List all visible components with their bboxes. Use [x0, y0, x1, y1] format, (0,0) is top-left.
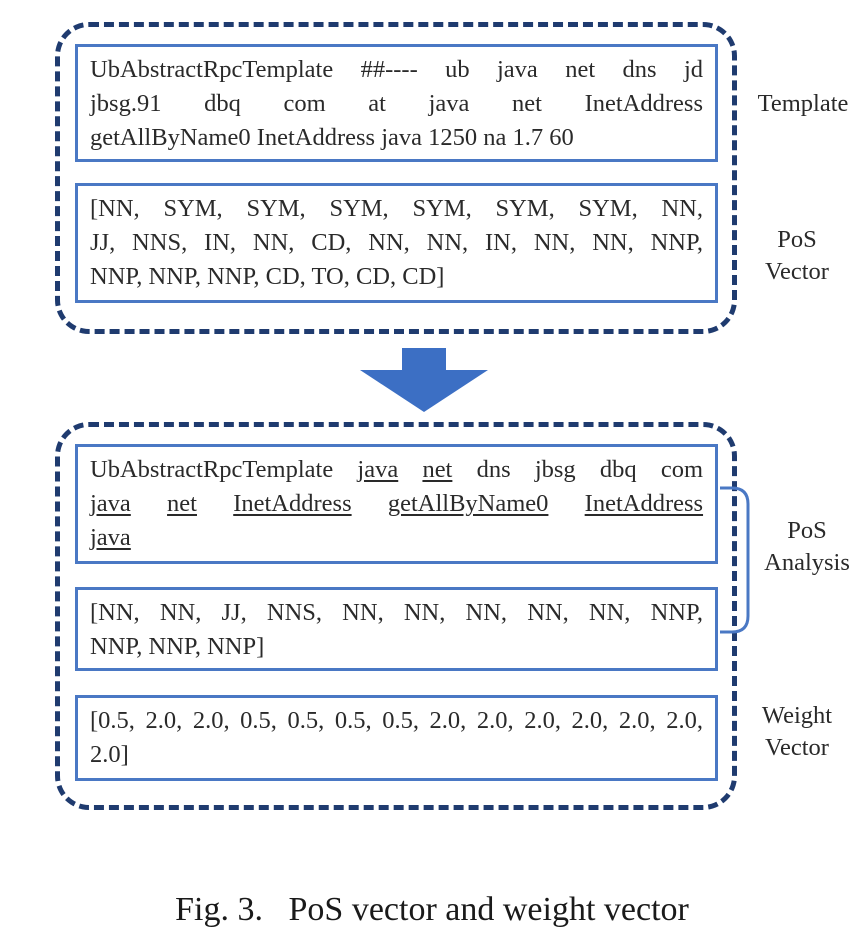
- pos-analysis-label: PoS Analysis: [750, 515, 864, 579]
- analysis-tags-line-2: NNP, NNP, NNP]: [90, 633, 265, 660]
- weight-label-line-1: Weight: [761, 702, 833, 729]
- analysis-token: dns jbsg dbq com: [476, 456, 703, 483]
- analysis-token-underlined: InetAddress: [233, 490, 352, 517]
- template-group: [55, 22, 737, 334]
- template-line-3: getAllByName0 InetAddress java 1250 na 1…: [90, 124, 574, 151]
- pos-vector-line-2: JJ, NNS, IN, NN, CD, NN, NN, IN, NN, NN,…: [90, 229, 703, 256]
- analysis-line-1: UbAbstractRpcTemplate java net dns jbsg …: [90, 453, 703, 487]
- pos-vector-box: [NN, SYM, SYM, SYM, SYM, SYM, SYM, NN, J…: [75, 183, 718, 303]
- template-line-2: jbsg.91 dbq com at java net InetAddress: [90, 90, 703, 117]
- analysis-token-underlined: InetAddress: [584, 490, 704, 517]
- analysis-line-2: java net InetAddress getAllByName0 InetA…: [90, 487, 703, 521]
- pos-vector-line-1: [NN, SYM, SYM, SYM, SYM, SYM, SYM, NN,: [90, 195, 703, 222]
- template-text-box: UbAbstractRpcTemplate ##---- ub java net…: [75, 44, 718, 162]
- pos-vector-label-line-2: Vector: [765, 258, 829, 285]
- pos-analysis-tags-box: [NN, NN, JJ, NNS, NN, NN, NN, NN, NN, NN…: [75, 587, 718, 671]
- analysis-token-underlined: java: [90, 490, 131, 517]
- analysis-token-underlined: getAllByName0: [387, 490, 549, 517]
- pos-analysis-label-line-2: Analysis: [764, 549, 850, 576]
- pos-analysis-text-box: UbAbstractRpcTemplate java net dns jbsg …: [75, 444, 718, 564]
- analysis-token-underlined: net: [422, 456, 453, 483]
- weight-label-line-2: Vector: [765, 734, 829, 761]
- weight-vector-box: [0.5, 2.0, 2.0, 0.5, 0.5, 0.5, 0.5, 2.0,…: [75, 695, 718, 781]
- weight-vector-label: Weight Vector: [742, 700, 852, 764]
- analysis-token: UbAbstractRpcTemplate: [90, 456, 334, 483]
- pos-vector-label-line-1: PoS: [777, 226, 817, 253]
- analysis-line-3: java: [90, 521, 703, 555]
- analysis-token-underlined: java: [90, 524, 131, 551]
- pos-vector-line-3: NNP, NNP, NNP, CD, TO, CD, CD]: [90, 263, 445, 290]
- analysis-tags-line-1: [NN, NN, JJ, NNS, NN, NN, NN, NN, NN, NN…: [90, 599, 703, 626]
- pos-analysis-bracket: [720, 486, 750, 634]
- template-line-1: UbAbstractRpcTemplate ##---- ub java net…: [90, 56, 703, 83]
- template-label: Template: [757, 90, 849, 117]
- down-arrow-icon: [360, 348, 488, 412]
- weight-line-1: [0.5, 2.0, 2.0, 0.5, 0.5, 0.5, 0.5, 2.0,…: [90, 707, 703, 734]
- figure-caption: Fig. 3. PoS vector and weight vector: [175, 891, 689, 928]
- pos-analysis-label-line-1: PoS: [787, 517, 827, 544]
- analysis-token-underlined: java: [357, 456, 399, 483]
- pos-vector-label: PoS Vector: [742, 224, 852, 288]
- analysis-group: [55, 422, 737, 810]
- weight-line-2: 2.0]: [90, 741, 129, 768]
- analysis-token-underlined: net: [167, 490, 197, 517]
